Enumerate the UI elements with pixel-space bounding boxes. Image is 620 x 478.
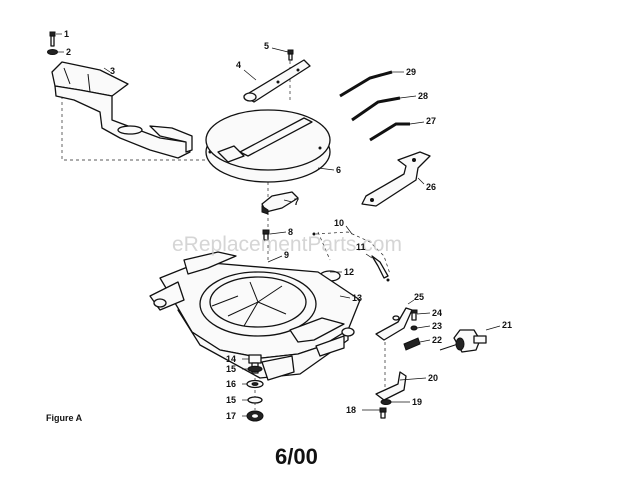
label-part-11: 11 — [356, 242, 366, 252]
screw-part-1 — [49, 31, 56, 47]
figure-label: Figure A — [46, 413, 83, 423]
foot-part-17 — [246, 410, 264, 422]
washer-part-15-lower — [247, 396, 263, 404]
label-part-10: 10 — [334, 218, 344, 228]
label-part-14: 14 — [226, 354, 236, 364]
label-part-3: 3 — [110, 66, 115, 76]
label-part-16: 16 — [226, 379, 236, 389]
label-part-17: 17 — [226, 411, 236, 421]
label-part-27: 27 — [426, 116, 436, 126]
part-number-labels: 1 2 3 4 5 6 7 8 9 10 11 12 13 14 15 16 1… — [64, 29, 512, 421]
washer-part-23 — [410, 325, 418, 331]
spring-part-22 — [403, 337, 421, 351]
label-part-28: 28 — [418, 91, 428, 101]
label-part-8: 8 — [288, 227, 293, 237]
label-part-12: 12 — [344, 267, 354, 277]
knob-part-21 — [439, 329, 487, 353]
label-part-23: 23 — [432, 321, 442, 331]
leader-lines — [56, 33, 501, 417]
label-part-5: 5 — [264, 41, 269, 51]
screw-part-5 — [287, 49, 294, 61]
hex-wrench-part-28 — [351, 96, 401, 122]
base-part-13 — [149, 251, 361, 381]
label-part-4: 4 — [236, 60, 241, 70]
label-part-6: 6 — [336, 165, 341, 175]
label-part-1: 1 — [64, 29, 69, 39]
label-part-24: 24 — [432, 308, 442, 318]
label-part-25: 25 — [414, 292, 424, 302]
label-part-21: 21 — [502, 320, 512, 330]
watermark: eReplacementParts.com — [172, 233, 402, 256]
hex-wrench-part-29 — [339, 70, 393, 98]
label-part-2: 2 — [66, 47, 71, 57]
footer-date: 6/00 — [275, 444, 318, 469]
insert-part-7 — [261, 191, 299, 215]
label-part-22: 22 — [432, 335, 442, 345]
label-part-20: 20 — [428, 373, 438, 383]
label-part-18: 18 — [346, 405, 356, 415]
label-part-13: 13 — [352, 293, 362, 303]
bracket-part-26 — [361, 151, 431, 207]
label-part-15-lower: 15 — [226, 395, 236, 405]
label-part-19: 19 — [412, 397, 422, 407]
label-part-9: 9 — [284, 250, 289, 260]
bracket-part-25 — [375, 307, 413, 341]
washer-part-2 — [47, 49, 58, 55]
plate-part-4 — [243, 59, 311, 103]
turntable-part-6 — [205, 109, 331, 183]
screw-part-8 — [262, 229, 270, 241]
fence-part-3 — [51, 61, 193, 159]
pointer-part-11 — [371, 255, 390, 282]
hex-wrench-part-27 — [369, 122, 410, 142]
washer-part-16 — [246, 379, 264, 389]
label-part-26: 26 — [426, 182, 436, 192]
strip-part-10 — [312, 231, 391, 275]
washer-part-19 — [380, 399, 392, 405]
screw-part-18 — [379, 407, 387, 419]
label-part-7: 7 — [294, 197, 299, 207]
label-part-29: 29 — [406, 67, 416, 77]
washer-part-15-upper — [247, 365, 263, 373]
lever-part-20 — [375, 371, 407, 401]
label-part-15-upper: 15 — [226, 364, 236, 374]
